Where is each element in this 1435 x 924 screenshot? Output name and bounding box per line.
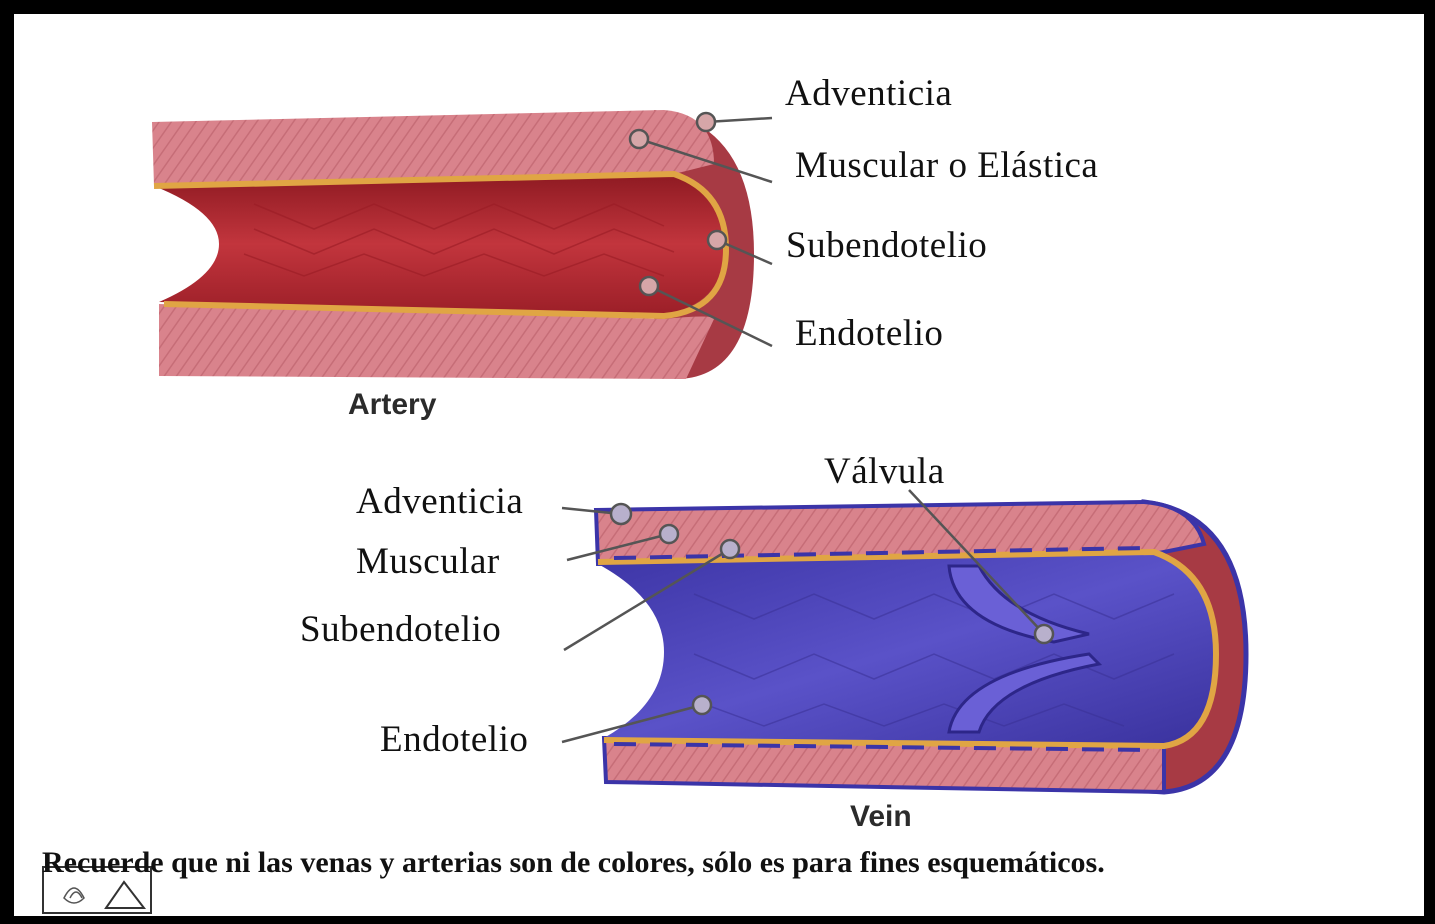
blood-vessel-diagram xyxy=(14,14,1424,916)
artery-caption: Artery xyxy=(348,388,436,422)
vein-label-muscular: Muscular xyxy=(356,540,500,583)
figure-frame: Adventicia Muscular o Elástica Subendote… xyxy=(14,14,1424,916)
artery-illustration xyxy=(152,110,772,379)
artery-lumen xyxy=(154,174,724,314)
vein-illustration xyxy=(562,490,1246,792)
footnote-text: Recuerde que ni las venas y arterias son… xyxy=(42,846,1105,880)
vein-label-subendotelio: Subendotelio xyxy=(300,608,501,651)
artery-label-endotelio: Endotelio xyxy=(795,312,943,355)
artery-label-subendotelio: Subendotelio xyxy=(786,224,987,267)
artery-label-muscular: Muscular o Elástica xyxy=(795,144,1098,187)
artery-label-adventicia: Adventicia xyxy=(785,72,952,115)
vein-label-endotelio: Endotelio xyxy=(380,718,528,761)
vein-label-valvula: Válvula xyxy=(824,450,945,493)
vein-caption: Vein xyxy=(850,800,912,834)
vein-lumen xyxy=(598,554,1214,744)
vein-label-adventicia: Adventicia xyxy=(356,480,523,523)
